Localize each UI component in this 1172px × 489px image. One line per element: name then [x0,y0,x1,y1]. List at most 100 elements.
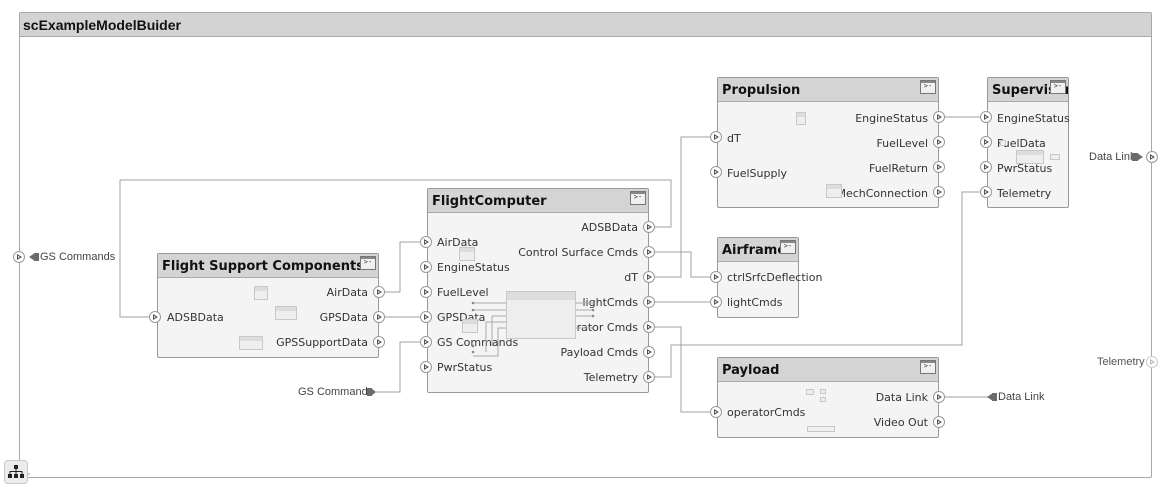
open-block-button[interactable]: >- [920,360,936,374]
port-prop-fuelsupply-in[interactable] [710,166,722,178]
block-title: Propulsion [722,83,801,98]
inport-label: FuelLevel [437,286,489,299]
wire-gs-commands [376,341,421,393]
port-fc-gscommands-in[interactable] [420,336,432,348]
port-fc-pwrstatus-in[interactable] [420,361,432,373]
root-outport-telemetry[interactable] [1146,356,1158,368]
port-fsc-airdata-out[interactable] [373,286,385,298]
internal-block-main-board [506,291,576,339]
block-title: Supervisory [992,83,1068,98]
root-outport-telemetry-label: Telemetry [1097,356,1145,368]
port-sup-telemetry-in[interactable] [980,186,992,198]
internal-block-mech [826,184,842,198]
block-header: Payload >- [718,358,938,382]
port-fc-lightcmds-out[interactable] [643,296,655,308]
inport-label: EngineStatus [437,261,510,274]
wire-telemetry [654,191,982,378]
internal-block-engine [796,112,806,125]
port-fc-operatorcmds-out[interactable] [643,321,655,333]
port-payload-datalink-out[interactable] [933,391,945,403]
port-fc-gpsdata-in[interactable] [420,311,432,323]
port-payload-videoout-out[interactable] [933,416,945,428]
block-header: Propulsion >- [718,78,938,102]
block-propulsion[interactable]: Propulsion >- dT FuelSupply EngineStatus… [717,77,939,208]
root-outport-data-link-connector [1132,153,1138,161]
open-block-button[interactable]: >- [780,240,796,254]
block-title: Flight Support Components [162,259,364,274]
block-title: Payload [722,363,780,378]
root-outport-data-link[interactable] [1146,151,1158,163]
inport-label: FuelSupply [727,167,788,180]
port-airframe-ctrlsrfcdeflection-in[interactable] [710,271,722,283]
open-block-button[interactable]: >- [920,80,936,94]
port-sup-pwrstatus-in[interactable] [980,161,992,173]
outport-label: ADSBData [581,221,638,234]
outport-label: FuelLevel [876,137,928,150]
gs-commands-source-arrow-icon [371,388,376,396]
port-sup-fueldata-in[interactable] [980,136,992,148]
outport-label: Control Surface Cmds [518,246,638,259]
block-header: Supervisory >- [988,78,1068,102]
port-prop-mechconnection-out[interactable] [933,186,945,198]
data-link-sink-arrow-icon [987,393,993,401]
port-fsc-adsbdata-in[interactable] [149,311,161,323]
internal-block-monitor [1016,150,1044,164]
port-fc-fuellevel-in[interactable] [420,286,432,298]
block-header: Airframe >- [718,238,798,262]
block-flight-support-components[interactable]: Flight Support Components >- ADSBData Ai… [157,253,379,358]
root-inport-label: GS Commands [40,251,116,263]
open-block-button[interactable]: >- [1050,80,1066,94]
port-fc-dt-out[interactable] [643,271,655,283]
root-outport-data-link-label: Data Link [1089,151,1136,163]
port-prop-fuelreturn-out[interactable] [933,161,945,173]
port-fsc-gpssupportdata-out[interactable] [373,336,385,348]
port-fc-payloadcmds-out[interactable] [643,346,655,358]
internal-block-telemetry [459,247,475,261]
hierarchy-icon [8,465,24,478]
port-fc-controlsurfacecmds-out[interactable] [643,246,655,258]
inport-label: operatorCmds [727,406,806,419]
root-system-title: scExampleModelBuider [20,13,1151,37]
block-title: Airframe [722,243,787,258]
inport-label: PwrStatus [437,361,493,374]
wire-dt [654,136,712,278]
root-inport-arrow-icon [29,253,35,261]
block-flightcomputer[interactable]: FlightComputer >- AirData EngineStatus F… [427,188,649,393]
internal-block-protect [462,319,478,333]
root-outport-data-link-arrow-icon [1137,153,1143,161]
internal-block-out [1050,154,1060,160]
open-block-button[interactable]: >- [630,191,646,205]
block-header: FlightComputer >- [428,189,648,213]
internal-block-gps [254,286,268,300]
outport-label: EngineStatus [855,112,928,125]
block-payload[interactable]: Payload >- operatorCmds Data Link Video … [717,357,939,438]
inport-label: ctrlSrfcDeflection [727,271,823,284]
inport-label: EngineStatus [997,112,1070,125]
hierarchy-button[interactable] [4,460,28,484]
port-fsc-gpsdata-out[interactable] [373,311,385,323]
port-airframe-lightcmds-in[interactable] [710,296,722,308]
port-fc-adsbdata-out[interactable] [643,221,655,233]
port-prop-dt-in[interactable] [710,131,722,143]
outport-label: Data Link [875,391,928,404]
outport-label: Video Out [873,416,928,429]
port-sup-enginestatus-in[interactable] [980,111,992,123]
outport-label: MechConnection [836,187,928,200]
port-prop-enginestatus-out[interactable] [933,111,945,123]
block-supervisory[interactable]: Supervisory >- EngineStatus FuelData Pwr… [987,77,1070,208]
root-inport-gs-commands[interactable] [13,251,25,263]
internal-block-camera [806,389,814,395]
outport-label: GPSData [319,311,368,324]
inport-label: dT [727,132,741,145]
internal-block-pitot [239,336,263,350]
block-airframe[interactable]: Airframe >- ctrlSrfcDeflection lightCmds [717,237,822,318]
internal-block-b [820,397,826,402]
port-fc-telemetry-out[interactable] [643,371,655,383]
port-fc-enginestatus-in[interactable] [420,261,432,273]
port-payload-operatorcmds-in[interactable] [710,406,722,418]
internal-block-a [820,389,826,394]
root-system-frame: scExampleModelBuider [19,12,1152,478]
open-block-button[interactable]: >- [360,256,376,270]
port-fc-airdata-in[interactable] [420,236,432,248]
port-prop-fuellevel-out[interactable] [933,136,945,148]
